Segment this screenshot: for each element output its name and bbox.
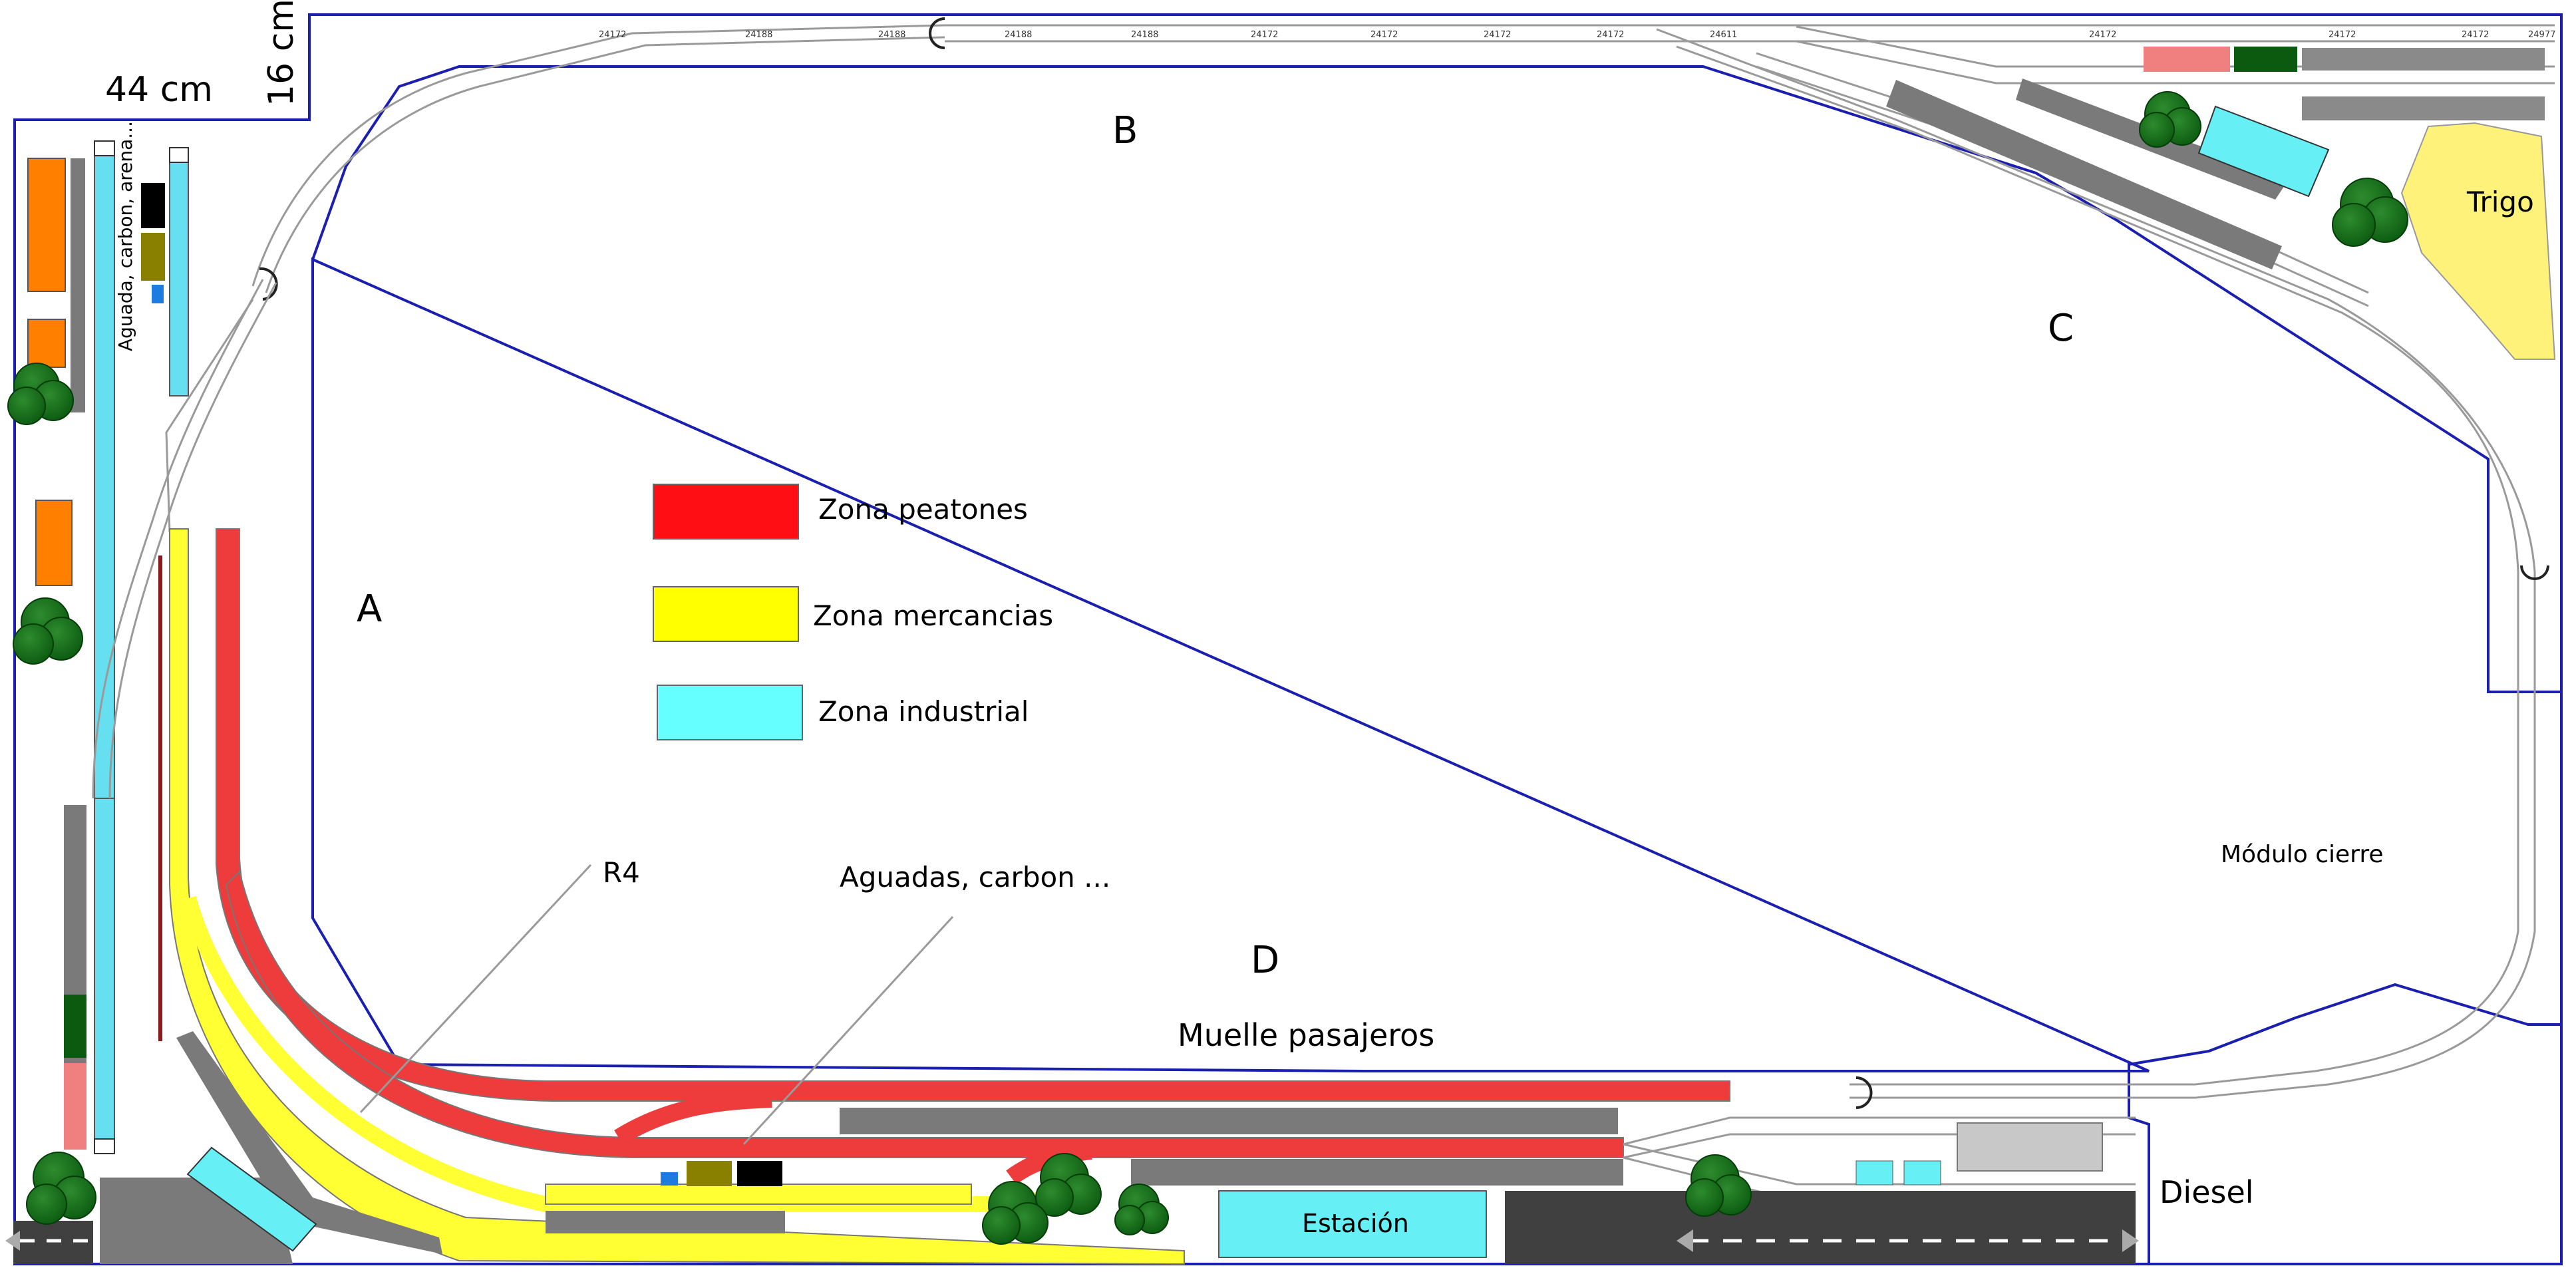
small-building bbox=[1855, 1160, 1893, 1186]
track-number: 24172 bbox=[1370, 30, 1398, 40]
track-number: 24172 bbox=[1484, 30, 1511, 40]
track-number: 24188 bbox=[1131, 30, 1158, 40]
platform bbox=[71, 158, 85, 412]
coal-loader bbox=[141, 233, 165, 281]
tree-icon bbox=[1685, 1154, 1752, 1217]
building-orange bbox=[27, 158, 66, 292]
legend-label-peatones: Zona peatones bbox=[818, 493, 1028, 526]
aguada-side-label: Aguada, carbon, arena... bbox=[114, 121, 136, 351]
tree-icon bbox=[26, 1152, 96, 1225]
arrow-left-icon bbox=[5, 1231, 20, 1251]
tree-icon bbox=[7, 363, 74, 425]
passenger-platform bbox=[1131, 1159, 1623, 1186]
track-number: 24188 bbox=[878, 30, 905, 40]
legend-label-mercancias: Zona mercancias bbox=[813, 599, 1053, 632]
wagon-green bbox=[2234, 47, 2297, 72]
trigo-field bbox=[2400, 122, 2556, 360]
road bbox=[1505, 1191, 2136, 1264]
muelle-label: Muelle pasajeros bbox=[1178, 1017, 1434, 1053]
station-label: Estación bbox=[1302, 1209, 1409, 1238]
dimension-width-label: 44 cm bbox=[105, 70, 213, 110]
track-number: 24172 bbox=[2089, 30, 2116, 40]
freight-siding bbox=[545, 1184, 972, 1205]
coal-loader bbox=[687, 1161, 732, 1186]
legend: Zona peatones Zona mercancias Zona indus… bbox=[653, 484, 1053, 740]
legend-swatch-peatones bbox=[653, 484, 799, 540]
section-label-b: B bbox=[1112, 109, 1138, 152]
legend-swatch-mercancias bbox=[653, 586, 799, 642]
aguadas-label: Aguadas, carbon ... bbox=[840, 861, 1110, 893]
track-number: 24611 bbox=[1710, 30, 1737, 40]
r4-label: R4 bbox=[603, 856, 640, 889]
wagon-red bbox=[64, 1063, 86, 1150]
track-number: 24188 bbox=[745, 30, 772, 40]
bumper bbox=[169, 147, 189, 163]
platform bbox=[1886, 80, 2282, 269]
modulo-cierre-label: Módulo cierre bbox=[2221, 841, 2384, 868]
aguadas-pointer bbox=[742, 915, 954, 1146]
industrial-building bbox=[2197, 105, 2330, 198]
module-joints bbox=[259, 17, 2549, 1109]
r4-pointer bbox=[359, 864, 592, 1114]
industrial-building bbox=[186, 1146, 317, 1252]
passenger-platform bbox=[840, 1108, 1618, 1134]
tree-icon bbox=[1114, 1184, 1169, 1235]
legend-label-industrial: Zona industrial bbox=[818, 695, 1029, 728]
platform bbox=[176, 1031, 442, 1254]
wagon-green bbox=[64, 995, 86, 1058]
signal bbox=[661, 1172, 678, 1186]
freight-zone-track bbox=[169, 528, 1185, 1265]
tree-icon bbox=[13, 597, 83, 665]
industrial-track-right bbox=[169, 149, 189, 397]
track-number: 24172 bbox=[599, 30, 626, 40]
track-number: 24172 bbox=[1251, 30, 1278, 40]
bumper bbox=[94, 1138, 115, 1154]
track-number: 24172 bbox=[1597, 30, 1624, 40]
main-loop-track bbox=[251, 24, 2555, 1099]
diesel-shed bbox=[1957, 1122, 2103, 1172]
passenger-zone-track bbox=[614, 1090, 772, 1146]
platform bbox=[2302, 48, 2545, 71]
platform bbox=[2302, 96, 2545, 120]
tree-icon bbox=[2139, 91, 2201, 148]
tree-icon bbox=[982, 1181, 1048, 1245]
water-tower bbox=[737, 1161, 782, 1186]
legend-swatch-industrial bbox=[657, 685, 803, 740]
inner-area-outline bbox=[311, 65, 2561, 1264]
wagon-red bbox=[2144, 47, 2230, 72]
section-a-tracks bbox=[92, 279, 277, 799]
section-label-c: C bbox=[2048, 307, 2074, 350]
arrow-right-icon bbox=[2122, 1229, 2139, 1252]
station-building bbox=[1218, 1190, 1487, 1258]
top-straight-labels: 24188 24188 24172 24172 24172 24172 2461… bbox=[599, 30, 2555, 40]
building-orange bbox=[35, 500, 73, 586]
trees bbox=[7, 91, 2408, 1245]
fence bbox=[158, 556, 162, 1041]
section-label-d: D bbox=[1251, 939, 1279, 982]
platform bbox=[546, 1211, 785, 1233]
track-number: 24172 bbox=[2462, 30, 2489, 40]
dimension-depth-label: 16 cm bbox=[261, 0, 301, 106]
track-number: 24172 bbox=[2329, 30, 2356, 40]
bumper bbox=[94, 140, 115, 156]
tree-icon bbox=[2332, 178, 2408, 247]
diesel-label: Diesel bbox=[2160, 1174, 2254, 1210]
tree-icon bbox=[1035, 1153, 1102, 1217]
trigo-label: Trigo bbox=[2466, 186, 2534, 218]
track-number: 24977 bbox=[2528, 30, 2555, 40]
water-tower bbox=[141, 183, 165, 228]
small-building bbox=[1903, 1160, 1941, 1186]
building-orange bbox=[27, 319, 66, 368]
signal bbox=[152, 285, 164, 303]
section-label-a: A bbox=[357, 587, 382, 631]
track-number: 24188 bbox=[1005, 30, 1032, 40]
arrow-left-icon bbox=[1677, 1229, 1693, 1252]
industrial-track-lower bbox=[94, 798, 115, 1152]
